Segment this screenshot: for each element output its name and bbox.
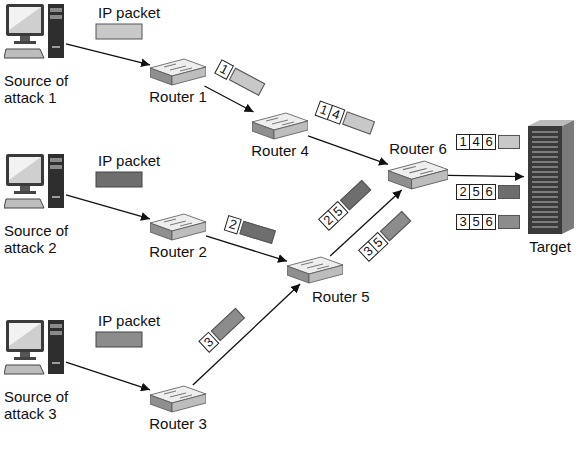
node-label: Source of attack 1: [4, 72, 82, 106]
ip-packet: [498, 135, 520, 149]
router-node: Router 1: [150, 58, 206, 86]
marked-packet: 25: [318, 179, 372, 231]
packet-route-arrow: [204, 86, 253, 112]
router-node: Router 3: [150, 385, 206, 413]
packet-caption: IP packet: [98, 312, 160, 329]
node-label: Router 2: [149, 243, 207, 260]
server-icon: [524, 118, 576, 236]
ip-packet: [229, 68, 266, 96]
router-mark: 6: [482, 214, 496, 230]
node-label: Router 6: [389, 140, 447, 157]
packet-caption: IP packet: [98, 4, 160, 21]
pc-icon: [4, 2, 66, 70]
node-label: Router 3: [149, 415, 207, 432]
packet-route-arrow: [66, 362, 150, 390]
packet-route-arrow: [448, 175, 524, 176]
attack-source: Source of attack 1: [4, 2, 66, 70]
router-mark: 5: [469, 184, 483, 200]
router-icon: [150, 213, 206, 241]
router-mark: 1: [456, 134, 470, 150]
ip-packet: [96, 24, 142, 39]
router-mark: 5: [469, 214, 483, 230]
router-mark: 6: [482, 134, 496, 150]
ip-packet: [239, 221, 276, 244]
marked-packet: 146: [456, 134, 520, 150]
router-icon: [252, 112, 308, 140]
node-label: Target: [529, 238, 571, 255]
router-icon: [287, 256, 343, 284]
ip-packet: [342, 111, 375, 134]
marked-packet: 356: [456, 214, 520, 230]
ip-packet: [498, 215, 520, 229]
node-label: Router 4: [251, 142, 309, 159]
ip-packet: [380, 211, 411, 242]
ip-packet: [340, 180, 371, 211]
router-mark: 2: [456, 184, 470, 200]
node-label: Source of attack 3: [4, 388, 82, 422]
ip-packet: [96, 332, 142, 347]
node-label: Router 5: [312, 288, 370, 305]
packet-route-arrow: [206, 236, 287, 261]
router-mark: 6: [482, 184, 496, 200]
node-label: Router 1: [149, 88, 207, 105]
router-icon: [150, 385, 206, 413]
node-label: Source of attack 2: [4, 222, 82, 256]
packet-route-arrow: [66, 195, 150, 219]
marked-packet: 3: [198, 307, 245, 353]
ip-packet: [211, 308, 245, 341]
router-icon: [150, 58, 206, 86]
packet-caption: IP packet: [98, 152, 160, 169]
router-mark: 4: [469, 134, 483, 150]
target-server: Target: [524, 118, 576, 236]
attack-source: Source of attack 3: [4, 318, 66, 386]
router-node: Router 2: [150, 213, 206, 241]
marked-packet: 256: [456, 184, 520, 200]
marked-packet: 2: [224, 215, 276, 245]
ip-packet: [498, 185, 520, 199]
router-node: Router 4: [252, 112, 308, 140]
packet-route-arrow: [66, 44, 150, 65]
ip-packet: [96, 172, 142, 187]
packet-route-arrow: [193, 284, 300, 385]
pc-icon: [4, 318, 66, 386]
marked-packet: 35: [358, 210, 412, 262]
router-node: Router 5: [287, 256, 343, 284]
router-mark: 3: [456, 214, 470, 230]
attack-source: Source of attack 2: [4, 152, 66, 220]
packet-route-arrow: [308, 136, 388, 164]
marked-packet: 14: [315, 100, 376, 135]
pc-icon: [4, 152, 66, 220]
marked-packet: 1: [214, 59, 266, 97]
router-icon: [388, 160, 448, 190]
router-node: Router 6: [388, 160, 448, 190]
